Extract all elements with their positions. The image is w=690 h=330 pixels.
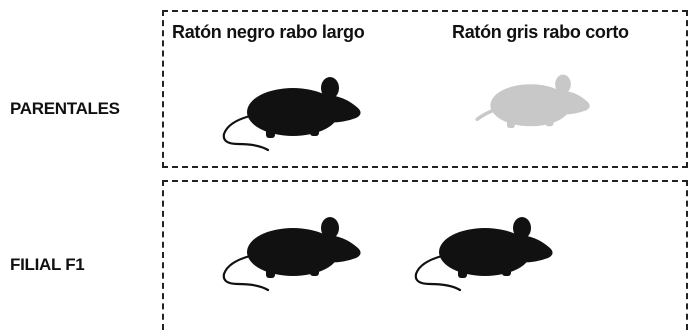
row-label-filial-f1: FILIAL F1 bbox=[10, 255, 84, 275]
black-mouse-long-tail-icon bbox=[218, 74, 378, 154]
f1-black-mouse-long-tail-icon bbox=[410, 214, 570, 294]
column-label-black-long-tail: Ratón negro rabo largo bbox=[172, 22, 364, 43]
grey-mouse-short-tail-icon bbox=[460, 72, 610, 142]
row-label-parentales: PARENTALES bbox=[10, 99, 120, 119]
column-label-grey-short-tail: Ratón gris rabo corto bbox=[452, 22, 629, 43]
f1-black-mouse-long-tail-icon bbox=[218, 214, 378, 294]
